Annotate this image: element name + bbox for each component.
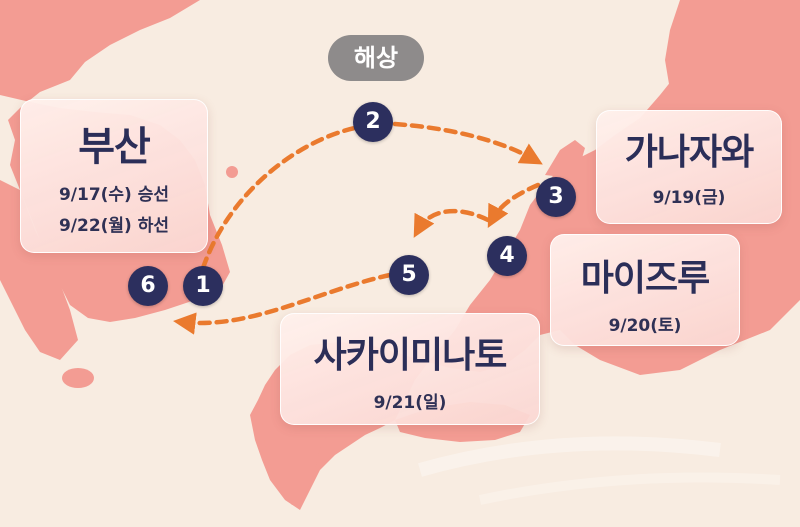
route-sea-to-kanazawa [392,121,543,165]
route-pin-2: 2 [353,102,393,142]
route-pin-4: 4 [487,236,527,276]
jeju-island [62,368,94,388]
stop-board-date: 9/17(수) 승선 [58,185,170,205]
route-busan-to-sea [200,125,358,271]
honshu-north [665,0,745,110]
route-sakaiminato-to-busan [173,272,393,335]
sea-day-tag: 해상 [328,35,424,81]
korea-southwest-coast [0,180,78,360]
noto-peninsula [545,140,585,178]
stop-card-maizuru: 마이즈루 9/20(토) [550,234,740,346]
stop-title-kanazawa: 가나자와 [624,132,754,173]
stop-disembark-date: 9/22(월) 하선 [58,216,170,236]
ulleung-island [226,166,238,178]
decorative-streak [478,472,781,505]
stop-card-sakaiminato: 사카이미나토 9/21(일) [280,313,540,425]
stop-title-maizuru: 마이즈루 [580,258,710,299]
route-pin-5: 5 [389,255,429,295]
route-pin-1: 1 [183,266,223,306]
stop-date-sakaiminato: 9/21(일) [373,393,447,413]
stop-date-maizuru: 9/20(토) [608,316,682,336]
route-kanazawa-to-maizuru [487,182,541,228]
route-pin-6: 6 [128,266,168,306]
decorative-streak [418,436,721,477]
stop-title-busan: 부산 [78,124,151,170]
route-pin-3: 3 [536,177,576,217]
stop-title-sakaiminato: 사카이미나토 [313,335,508,376]
route-maizuru-to-sakaiminato [413,208,491,238]
stop-date-kanazawa: 9/19(금) [652,188,726,208]
stop-card-kanazawa: 가나자와 9/19(금) [596,110,782,224]
stop-card-busan: 부산 9/17(수) 승선 9/22(월) 하선 [20,99,208,253]
